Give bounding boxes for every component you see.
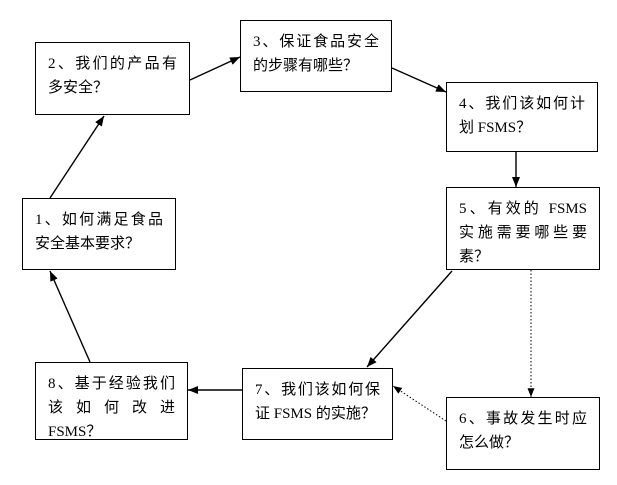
step-4-text-line-1: 4、我们该如何计 bbox=[459, 96, 585, 112]
dotted-arrow-step6-to-step7 bbox=[392, 385, 447, 422]
step-3-box: 3、保证食品安全 的步骤有哪些？ bbox=[240, 20, 392, 92]
step-1-box: 1、如何满足食品 安全基本要求？ bbox=[22, 198, 176, 270]
step-6-text-line-1: 6、事故发生时应 bbox=[459, 411, 587, 427]
step-2-text-line-2: 多安全？ bbox=[48, 80, 109, 96]
step-8-text-line-1: 8、基于经验我们 bbox=[48, 376, 175, 392]
step-2-box: 2、我们的产品有 多安全？ bbox=[35, 42, 190, 115]
step-4-text-line-2: 划 FSMS？ bbox=[459, 120, 532, 136]
step-1-text-line-1: 1、如何满足食品 bbox=[35, 212, 163, 228]
arrow-step3-to-step4 bbox=[391, 67, 447, 93]
arrow-step8-to-step1 bbox=[49, 270, 91, 363]
arrow-step2-to-step3 bbox=[189, 56, 241, 81]
step-4-box: 4、我们该如何计 划 FSMS？ bbox=[446, 82, 598, 152]
step-3-text-line-2: 的步骤有哪些？ bbox=[253, 58, 359, 74]
step-5-text-line-1: 5、有效的 FSMS bbox=[459, 201, 587, 217]
step-6-text-line-2: 怎么做？ bbox=[459, 435, 520, 451]
step-2-text-line-1: 2、我们的产品有 bbox=[48, 56, 177, 72]
step-5-text-line-2: 实施需要哪些要 bbox=[459, 225, 587, 241]
step-7-text-line-1: 7、我们该如何保 bbox=[255, 382, 380, 398]
step-3-text-line-1: 3、保证食品安全 bbox=[253, 34, 379, 50]
step-5-box: 5、有效的 FSMS 实施需要哪些要 素？ bbox=[446, 187, 600, 270]
step-8-text-line-2: 该如何改进 bbox=[48, 400, 175, 416]
step-8-text-line-3: FSMS？ bbox=[48, 424, 102, 440]
step-7-text-line-2: 证 FSMS 的实施？ bbox=[255, 406, 376, 422]
arrow-step1-to-step2 bbox=[49, 115, 105, 199]
arrow-step5-to-step7 bbox=[366, 270, 453, 368]
step-6-box: 6、事故发生时应 怎么做？ bbox=[446, 397, 600, 470]
step-5-text-line-3: 素？ bbox=[459, 249, 490, 265]
step-1-text-line-2: 安全基本要求？ bbox=[35, 236, 141, 252]
step-7-box: 7、我们该如何保 证 FSMS 的实施？ bbox=[242, 368, 393, 440]
step-8-box: 8、基于经验我们 该如何改进 FSMS？ bbox=[35, 362, 188, 440]
